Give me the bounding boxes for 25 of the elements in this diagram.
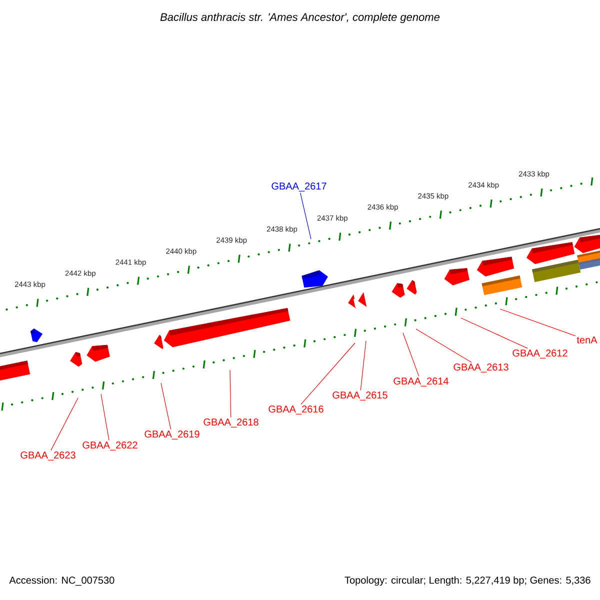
gene-label: GBAA_2614	[394, 378, 448, 386]
leader-line	[160, 382, 172, 430]
gene-label: GBAA_2615	[332, 392, 388, 400]
gene-label: GBAA_2616	[268, 406, 324, 414]
footer-text: Topology: circular; Length: 5,227,419 bp; Genes: 5,336	[344, 576, 590, 586]
gene-label: GBAA_2619	[144, 430, 200, 440]
leader-line	[300, 342, 356, 405]
leader-line	[100, 394, 110, 441]
leader-line	[500, 308, 576, 336]
gene-label: GBAA_2612	[512, 350, 568, 358]
leader-line	[360, 340, 366, 391]
gene-label: GBAA_2618	[204, 418, 258, 428]
gene-label: GBAA_2613	[454, 364, 508, 372]
leader-line	[402, 332, 420, 377]
gene-label: tenA	[576, 336, 598, 344]
leader-line	[230, 370, 232, 418]
leader-line	[416, 328, 472, 363]
leader-line	[50, 398, 78, 451]
leader-line	[460, 318, 528, 349]
gene-label: GBAA_2623	[20, 452, 76, 460]
footer-text: Accession: NC_007530	[9, 576, 114, 586]
title: Bacillus anthracis str. 'Ames Ancestor', complete genome	[160, 12, 440, 24]
gene-label: GBAA_2617	[272, 182, 326, 192]
leader-line	[300, 192, 312, 240]
gene-label: GBAA_2622	[82, 442, 138, 450]
